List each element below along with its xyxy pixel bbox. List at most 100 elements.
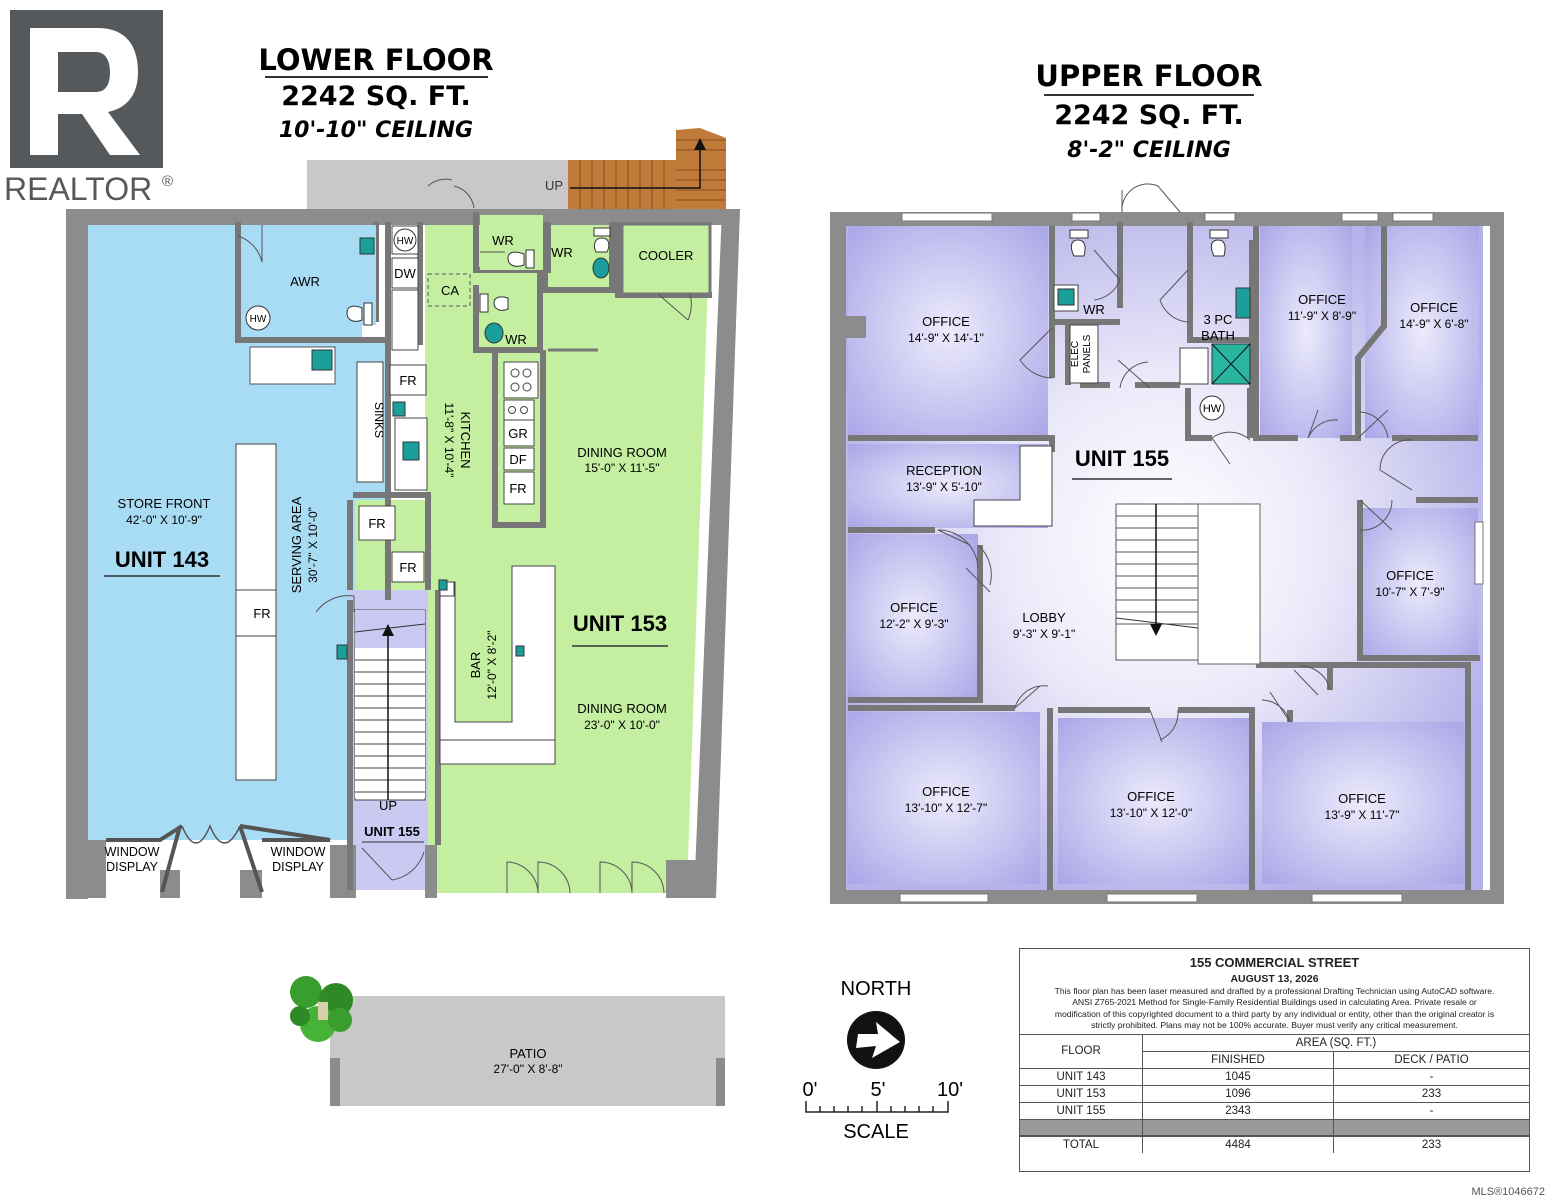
lower-floor-plan: UP: [66, 128, 740, 899]
scale-label: SCALE: [843, 1121, 909, 1143]
upper-floor-area: 2242 SQ. FT.: [1054, 100, 1244, 131]
kitchen-dim: 11'-8" X 10'-4": [442, 403, 456, 478]
fr2-label: FR: [509, 481, 526, 496]
fr3-label: FR: [368, 516, 385, 531]
bar-name: BAR: [468, 652, 483, 679]
exterior-stairs: UP: [545, 128, 726, 210]
total-deck: 233: [1333, 1134, 1529, 1153]
table-row: UNIT 143 1045 -: [1020, 1067, 1529, 1086]
registered-mark: ®: [162, 173, 173, 190]
scale-tick-10: 10': [937, 1079, 963, 1101]
row-deck: 233: [1333, 1084, 1529, 1103]
office3-name: OFFICE: [1410, 300, 1458, 315]
office5-dim: 12'-2" X 9'-3": [879, 617, 948, 631]
col-area-header: AREA (SQ. FT.): [1142, 1033, 1529, 1052]
cooler-label: COOLER: [639, 248, 694, 263]
row-finished: 1045: [1142, 1067, 1334, 1086]
kitchen-hw-label: HW: [397, 236, 414, 247]
unit143-label: UNIT 143: [115, 547, 209, 572]
lower-exterior-walls: [66, 209, 740, 899]
upper-stairs: [1115, 503, 1261, 665]
upper-interior-walls: [848, 222, 1480, 890]
tree-icon: [290, 976, 353, 1042]
serving-area-dim: 30'-7" X 10'-0": [306, 507, 320, 583]
dining1-dim: 15'-0" X 11'-5": [585, 461, 660, 475]
exterior-stairs-up-label: UP: [545, 178, 563, 193]
office3-dim: 14'-9" X 6'-8": [1399, 317, 1468, 331]
lower-unit155-label: UNIT 155: [364, 824, 420, 839]
wr2-label: WR: [551, 245, 573, 260]
realtor-wordmark: REALTOR: [4, 171, 152, 207]
dining2-dim: 23'-0" X 10'-0": [584, 718, 660, 732]
compass: NORTH: [841, 978, 911, 1069]
row-floor: UNIT 155: [1020, 1101, 1143, 1120]
total-label: TOTAL: [1020, 1134, 1143, 1153]
upper-wr-label: WR: [1083, 302, 1105, 317]
bar-dim: 12'-0" X 8'-2": [485, 630, 499, 699]
row-floor: UNIT 153: [1020, 1084, 1143, 1103]
patio-dim: 27'-0" X 8'-8": [493, 1062, 562, 1076]
table-row: UNIT 153 1096 233: [1020, 1084, 1529, 1103]
table-spacer-row: [1020, 1118, 1529, 1136]
lower-floor-ceiling: 10'-10" CEILING: [279, 118, 473, 143]
area-info-table: 155 COMMERCIAL STREET AUGUST 13, 2026 Th…: [1019, 948, 1530, 1172]
reception-name: RECEPTION: [906, 463, 982, 478]
upper-floor-title: UPPER FLOOR: [1035, 59, 1262, 93]
office1-name: OFFICE: [922, 314, 970, 329]
upper-floor-plan: WR ELEC PANELS 3 PC BATH HW: [830, 183, 1504, 904]
dining1-name: DINING ROOM: [577, 445, 667, 460]
fr1-label: FR: [399, 373, 416, 388]
office5-name: OFFICE: [890, 600, 938, 615]
bath-label-2: BATH: [1201, 328, 1235, 343]
kitchen-name: KITCHEN: [458, 411, 473, 468]
col-finished-header: FINISHED: [1142, 1050, 1334, 1069]
ca-label: CA: [441, 283, 459, 298]
row-finished: 2343: [1142, 1101, 1334, 1120]
mls-number: MLS®1046672: [1471, 1186, 1545, 1198]
scale-tick-5: 5': [871, 1079, 886, 1101]
fr4-label: FR: [399, 560, 416, 575]
office6-dim: 13'-10" X 12'-7": [905, 801, 987, 815]
upper-exterior-walls: [830, 212, 1504, 904]
dw-label: DW: [394, 266, 416, 281]
scale-tick-0: 0': [803, 1079, 818, 1101]
total-finished: 4484: [1142, 1134, 1334, 1153]
row-finished: 1096: [1142, 1084, 1334, 1103]
elec-label-1: ELEC: [1070, 341, 1081, 367]
unit153-label: UNIT 153: [573, 611, 667, 636]
lower-floor-title: LOWER FLOOR: [258, 43, 493, 77]
office2-name: OFFICE: [1298, 292, 1346, 307]
office6-name: OFFICE: [922, 784, 970, 799]
sinks-label: SINKS: [372, 402, 386, 438]
row-deck: -: [1333, 1067, 1529, 1086]
disclaimer-line-1: This floor plan has been laser measured …: [1054, 986, 1495, 996]
office1-dim: 14'-9" X 14'-1": [908, 331, 984, 345]
reception-dim: 13'-9" X 5'-10": [906, 480, 982, 494]
col-floor-header: FLOOR: [1020, 1033, 1143, 1069]
area-table: FLOOR AREA (SQ. FT.) FINISHED DECK / PAT…: [1020, 1033, 1529, 1153]
scale-bar: 0' 5' 10' SCALE: [803, 1079, 964, 1143]
plan-date: AUGUST 13, 2026: [1230, 973, 1319, 985]
upper-hw-label: HW: [1203, 403, 1222, 415]
office4-name: OFFICE: [1386, 568, 1434, 583]
upper-floor-ceiling: 8'-2" CEILING: [1067, 138, 1231, 163]
lower-interior-stairs: UP UNIT 155: [315, 595, 426, 881]
realtor-r-icon: REALTOR ®: [4, 10, 173, 207]
disclaimer: This floor plan has been laser measured …: [1022, 986, 1527, 1032]
office7-name: OFFICE: [1127, 789, 1175, 804]
realtor-logo: REALTOR ®: [0, 0, 182, 212]
office4-dim: 10'-7" X 7'-9": [1375, 585, 1444, 599]
upper-unit155-label: UNIT 155: [1075, 446, 1169, 471]
lobby-dim: 9'-3" X 9'-1": [1013, 627, 1075, 641]
fr5-label: FR: [253, 606, 270, 621]
row-deck: -: [1333, 1101, 1529, 1120]
window-display-1-a: WINDOW: [105, 845, 160, 859]
wr3-label: WR: [505, 332, 527, 347]
lobby-name: LOBBY: [1022, 610, 1066, 625]
office8-name: OFFICE: [1338, 791, 1386, 806]
col-deck-header: DECK / PATIO: [1333, 1050, 1529, 1069]
row-floor: UNIT 143: [1020, 1067, 1143, 1086]
patio-name: PATIO: [509, 1046, 546, 1061]
dining2-name: DINING ROOM: [577, 701, 667, 716]
office2-dim: 11'-9" X 8'-9": [1288, 309, 1356, 323]
